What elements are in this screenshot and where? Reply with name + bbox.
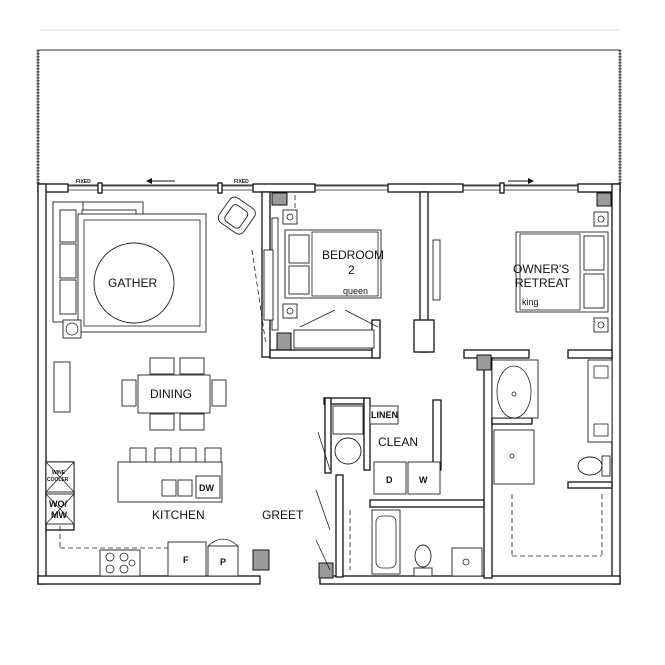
owners-toilet bbox=[577, 455, 611, 477]
owners-vanity bbox=[587, 359, 613, 443]
pantry bbox=[207, 545, 239, 577]
appliance-label-womw-1: WO/ bbox=[49, 499, 67, 509]
bedroom2-bed bbox=[282, 209, 382, 319]
fixed-window-label-left: FIXED bbox=[76, 179, 91, 185]
room-label-dining: DINING bbox=[150, 387, 192, 401]
owners-closet-outline bbox=[511, 494, 603, 557]
wine-cooler bbox=[45, 461, 75, 493]
fixed-window-label-right: FIXED bbox=[234, 179, 249, 185]
appliance-label-wine-1: WINE bbox=[52, 470, 66, 476]
hall-bathtub bbox=[371, 509, 401, 575]
owners-bed bbox=[515, 211, 609, 333]
appliance-label-wine-2: COOLER bbox=[47, 477, 69, 483]
laundry-doors bbox=[315, 431, 331, 571]
dining-table bbox=[121, 357, 227, 431]
room-label-gather: GATHER bbox=[108, 276, 157, 290]
wall-oven-microwave bbox=[45, 493, 75, 525]
room-label-linen: LINEN bbox=[371, 410, 398, 420]
balcony bbox=[36, 49, 622, 186]
owners-closet-rod bbox=[432, 239, 441, 301]
bedroom2-closet bbox=[263, 195, 296, 331]
room-label-kitchen: KITCHEN bbox=[152, 508, 205, 522]
owners-bathtub bbox=[491, 359, 539, 419]
room-label-owners-1: OWNER'S bbox=[513, 262, 569, 276]
appliance-label-pantry: P bbox=[220, 557, 226, 567]
linen-closet bbox=[369, 405, 399, 425]
hall-vanity bbox=[451, 547, 483, 577]
appliance-label-womw-2: MW bbox=[51, 510, 67, 520]
slider-arrow-right-icon bbox=[508, 178, 534, 184]
slider-arrow-left-icon bbox=[146, 178, 175, 184]
room-label-owners-2: RETREAT bbox=[515, 276, 571, 290]
tv-console bbox=[251, 249, 267, 346]
appliance-label-dryer: D bbox=[386, 475, 393, 485]
cooktop-icon bbox=[105, 552, 136, 574]
side-table bbox=[62, 319, 82, 339]
bedroom2-closet-doors bbox=[293, 309, 379, 349]
washer bbox=[407, 461, 441, 495]
room-label-greet: GREET bbox=[262, 508, 304, 522]
accent-chair bbox=[217, 196, 256, 235]
dryer bbox=[373, 461, 407, 495]
appliance-label-washer: W bbox=[419, 475, 428, 485]
hall-toilet bbox=[413, 544, 433, 577]
room-label-bedroom2-1: BEDROOM bbox=[322, 248, 384, 262]
kitchen-island bbox=[117, 447, 223, 503]
bed-size-king: king bbox=[522, 297, 539, 307]
owners-shower bbox=[493, 429, 535, 485]
appliance-label-fridge: F bbox=[183, 555, 189, 565]
refrigerator bbox=[167, 541, 207, 577]
bed-size-queen: queen bbox=[343, 286, 368, 296]
water-heater bbox=[332, 405, 364, 465]
room-label-bedroom2-2: 2 bbox=[348, 263, 355, 277]
buffet bbox=[53, 361, 71, 413]
room-label-clean: CLEAN bbox=[378, 435, 418, 449]
coffee-table bbox=[93, 242, 175, 324]
appliance-label-dw: DW bbox=[199, 483, 214, 493]
